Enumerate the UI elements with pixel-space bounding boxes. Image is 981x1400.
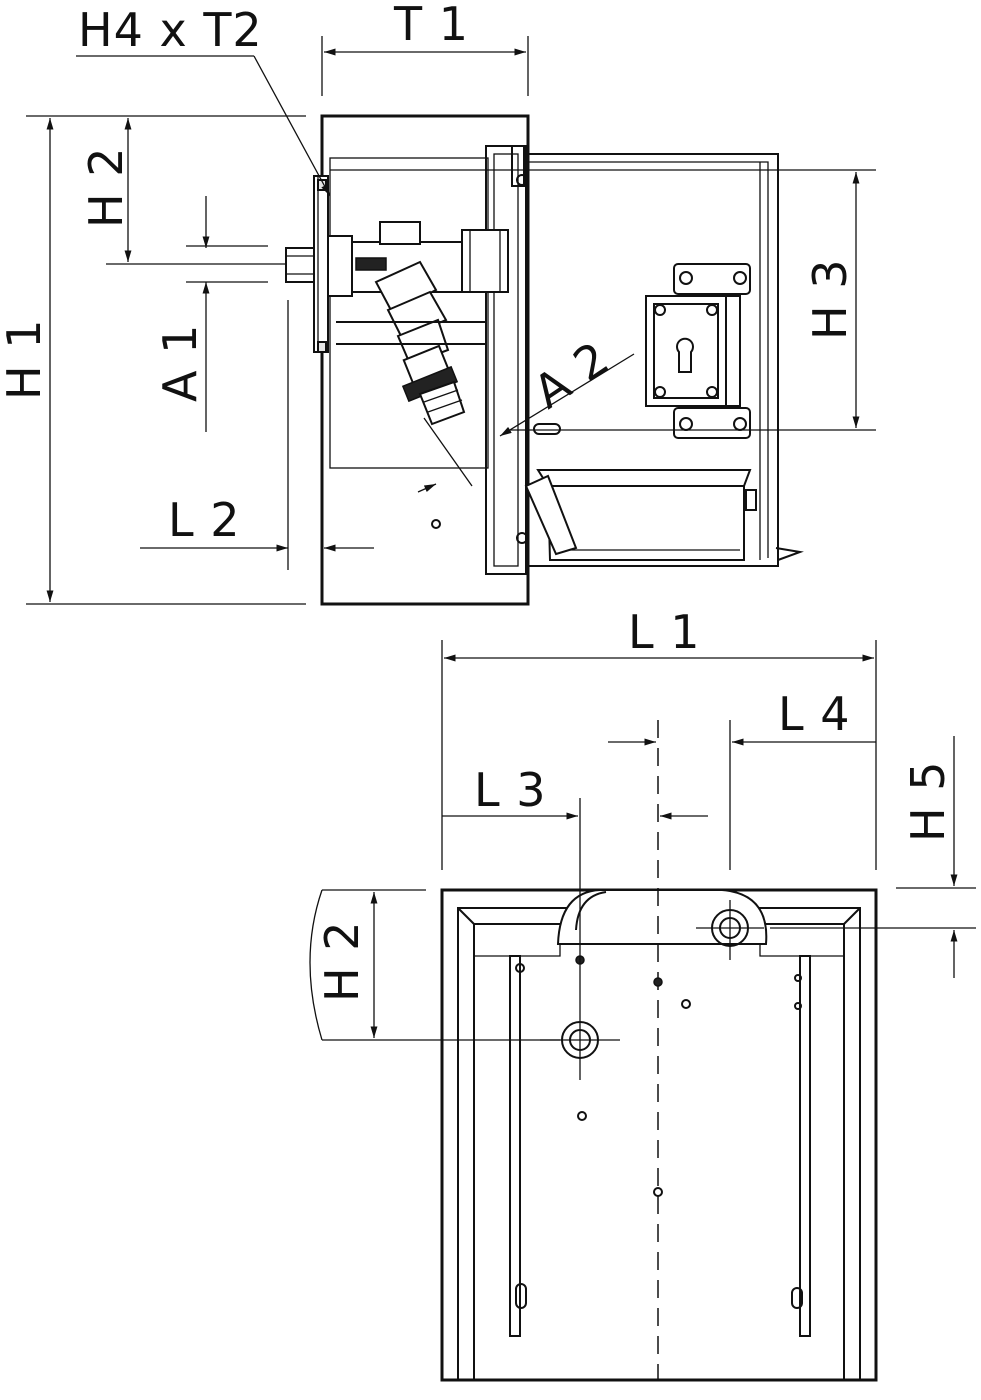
door-frame (485, 145, 527, 575)
front-view (440, 720, 878, 1382)
side-view (285, 114, 804, 606)
label-a1: A 1 (153, 324, 207, 402)
label-l1: L 1 (628, 605, 701, 659)
label-l3: L 3 (474, 763, 547, 817)
label-l4: L 4 (778, 687, 851, 741)
side-view-box (320, 114, 530, 606)
lock-plate (645, 263, 751, 439)
tray (536, 469, 752, 487)
keyhole-icon (676, 337, 694, 373)
label-h1: H 1 (0, 319, 51, 400)
label-l2: L 2 (168, 493, 241, 547)
label-h5: H 5 (901, 761, 955, 842)
front-view-dimensions (309, 640, 976, 1080)
label-h4-t2: H4 x T2 (78, 3, 263, 57)
label-t1: T 1 (393, 0, 469, 51)
label-h3: H 3 (803, 259, 857, 340)
valve-assembly (285, 175, 509, 426)
label-a2: A 2 (524, 331, 619, 420)
hole-small (431, 519, 441, 529)
side-view-dimensions (26, 36, 876, 605)
dimension-labels: H4 x T2 T 1 H 1 H 2 A 1 L 2 A 2 H 3 L 1 … (0, 0, 955, 1002)
label-h2-top: H 2 (79, 147, 133, 228)
label-h2-bottom: H 2 (315, 921, 369, 1002)
